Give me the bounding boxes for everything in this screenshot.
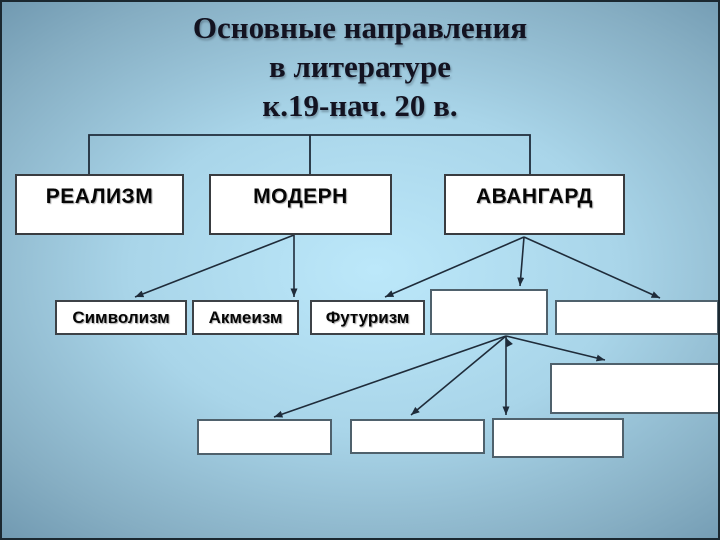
node-avangard-label: АВАНГАРД: [475, 185, 593, 208]
title-line-3: к.19-нач. 20 в.: [262, 88, 458, 123]
node-futurizm-label: Футуризм: [325, 307, 410, 327]
node-empty-bottom2: [350, 419, 485, 454]
edge-arrowhead-into-empty-mid: [505, 337, 513, 348]
edge-avangard-empty-right: [523, 236, 661, 299]
title-line-2: в литературе: [269, 49, 451, 84]
edge-avangard-empty-mid: [517, 236, 525, 287]
edge-title-bracket: [88, 134, 531, 175]
node-simvolizm: Символизм: [55, 300, 187, 335]
node-empty-right: [555, 300, 718, 335]
edge-modern-simvolizm: [134, 234, 295, 298]
edge-empty-mid-right2: [505, 335, 606, 362]
node-realizm-label: РЕАЛИЗМ: [45, 185, 154, 208]
title-line-1: Основные направления: [192, 10, 528, 45]
node-simvolizm-label: Символизм: [72, 307, 170, 327]
node-modern-label: МОДЕРН: [253, 185, 348, 208]
edge-empty-mid-bottom1: [273, 335, 507, 418]
node-empty-mid: [430, 289, 548, 335]
node-modern: МОДЕРН: [209, 174, 392, 235]
node-avangard: АВАНГАРД: [444, 174, 625, 235]
node-futurizm: Футуризм: [310, 300, 425, 335]
node-empty-right2: [550, 363, 718, 414]
slide-title: Основные направления в литературе к.19-н…: [2, 8, 718, 125]
node-akmeizm: Акмеизм: [192, 300, 299, 335]
edge-empty-mid-bottom2: [410, 335, 507, 416]
edge-avangard-futurizm: [384, 236, 525, 298]
node-empty-bottom1: [197, 419, 332, 455]
node-realizm: РЕАЛИЗМ: [15, 174, 184, 235]
node-akmeizm-label: Акмеизм: [208, 307, 283, 327]
node-empty-bottom3: [492, 418, 624, 458]
